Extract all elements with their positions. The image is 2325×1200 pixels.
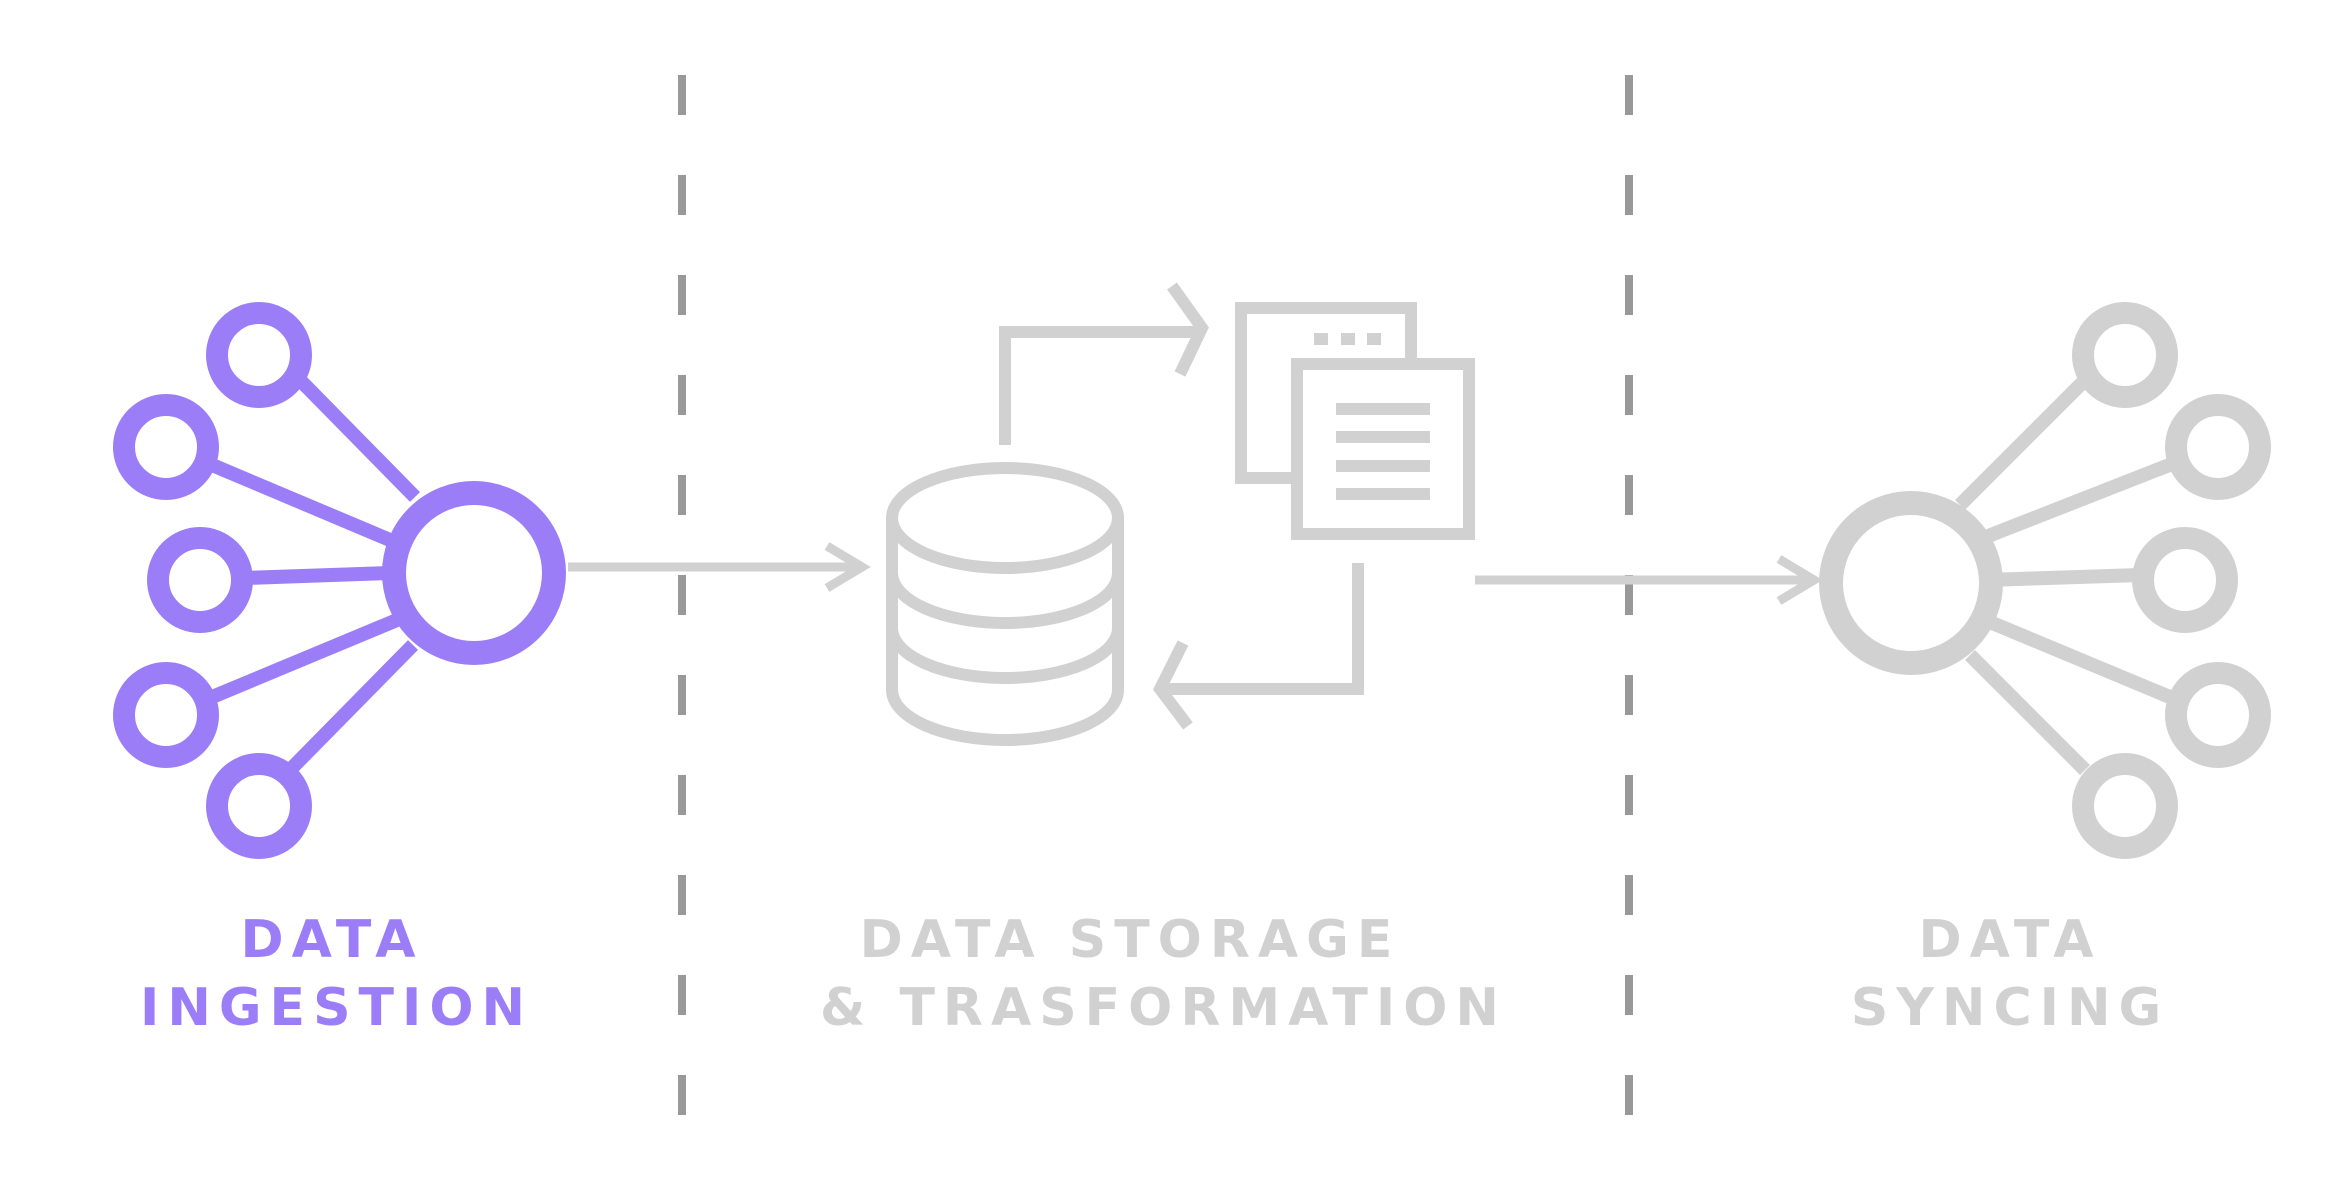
arrow-to-transformation bbox=[999, 282, 1209, 445]
arrow-to-storage bbox=[568, 542, 871, 592]
stage-label-storage: DATA STORAGE & TRASFORMATION bbox=[820, 906, 1507, 1042]
stage-label-syncing-line1: DATA bbox=[1918, 910, 2102, 970]
arrow-to-syncing bbox=[1475, 555, 1823, 605]
syncing-hub-icon bbox=[1819, 302, 2271, 859]
database-icon bbox=[886, 462, 1124, 746]
ingestion-hub-icon bbox=[113, 302, 566, 859]
arrow-to-database bbox=[1152, 563, 1364, 730]
documents-icon bbox=[1235, 302, 1475, 540]
stage-label-storage-line2: & TRASFORMATION bbox=[820, 978, 1507, 1038]
stage-label-ingestion-line2: INGESTION bbox=[140, 978, 534, 1038]
stage-label-syncing: DATA SYNCING bbox=[1840, 906, 2180, 1042]
stage-label-storage-line1: DATA STORAGE bbox=[859, 910, 1401, 970]
stage-label-ingestion: DATA INGESTION bbox=[140, 906, 534, 1042]
stage-label-syncing-line2: SYNCING bbox=[1850, 978, 2170, 1038]
stage-label-ingestion-line1: DATA bbox=[240, 910, 424, 970]
